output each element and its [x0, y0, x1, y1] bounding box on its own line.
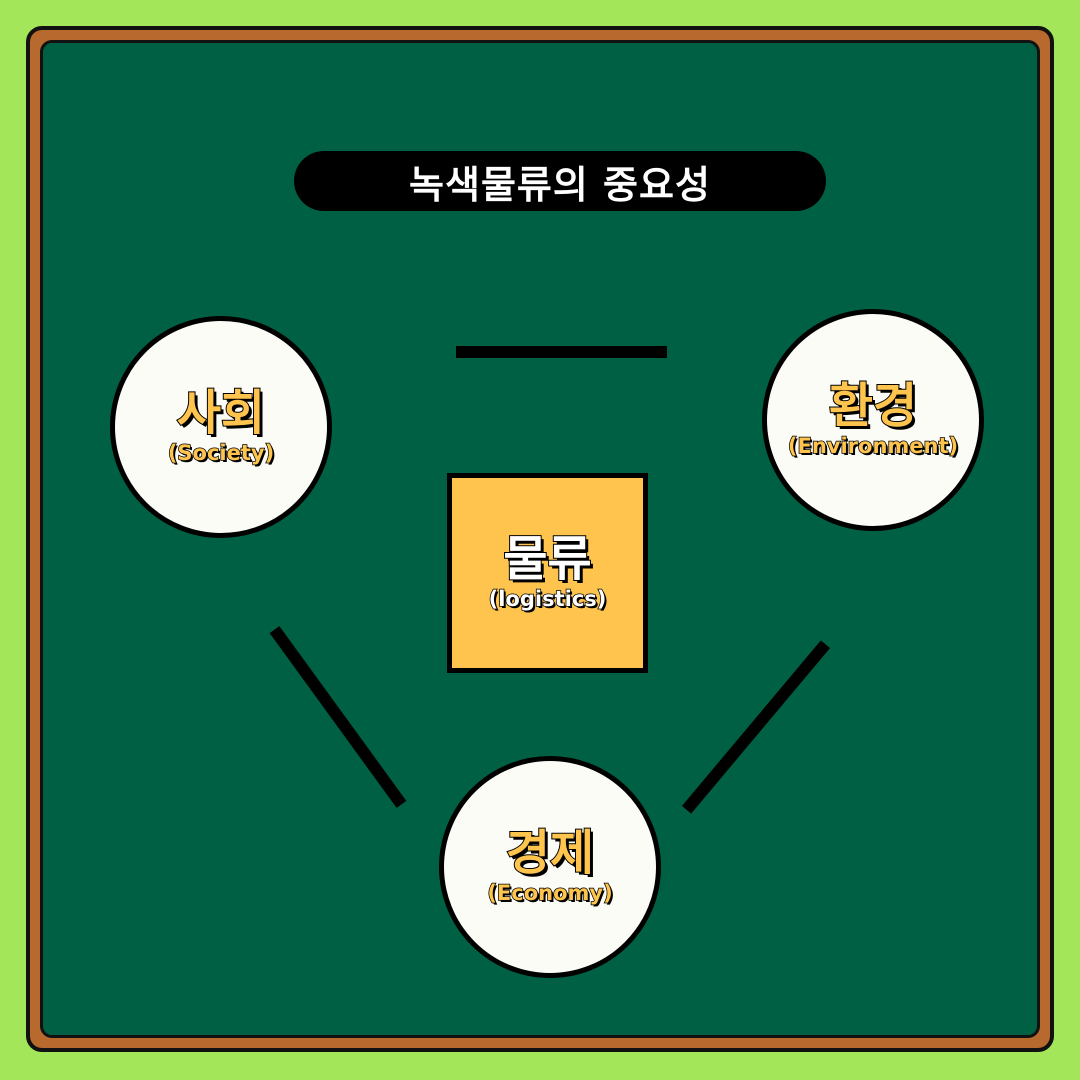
- node-economy: 경제 (Economy): [439, 756, 661, 978]
- center-label: 물류: [502, 531, 592, 588]
- connector-top: [456, 346, 667, 358]
- outer-frame: 녹색물류의 중요성 사회 (Society) 환경 (Environment) …: [26, 26, 1054, 1052]
- node-society-sublabel: (Society): [167, 440, 275, 466]
- node-economy-sublabel: (Economy): [487, 880, 614, 906]
- node-environment: 환경 (Environment): [762, 309, 984, 531]
- title-banner: 녹색물류의 중요성: [294, 151, 826, 211]
- center-logistics-box: 물류 (logistics): [447, 473, 648, 673]
- page-title: 녹색물류의 중요성: [409, 162, 711, 207]
- center-sublabel: (logistics): [488, 586, 607, 612]
- chalkboard: 녹색물류의 중요성 사회 (Society) 환경 (Environment) …: [40, 40, 1040, 1038]
- connector-left: [269, 626, 407, 808]
- node-economy-label: 경제: [505, 825, 595, 882]
- node-environment-label: 환경: [828, 378, 918, 435]
- node-society: 사회 (Society): [110, 316, 332, 538]
- connector-right: [681, 640, 831, 814]
- node-society-label: 사회: [176, 385, 266, 442]
- node-environment-sublabel: (Environment): [787, 433, 959, 459]
